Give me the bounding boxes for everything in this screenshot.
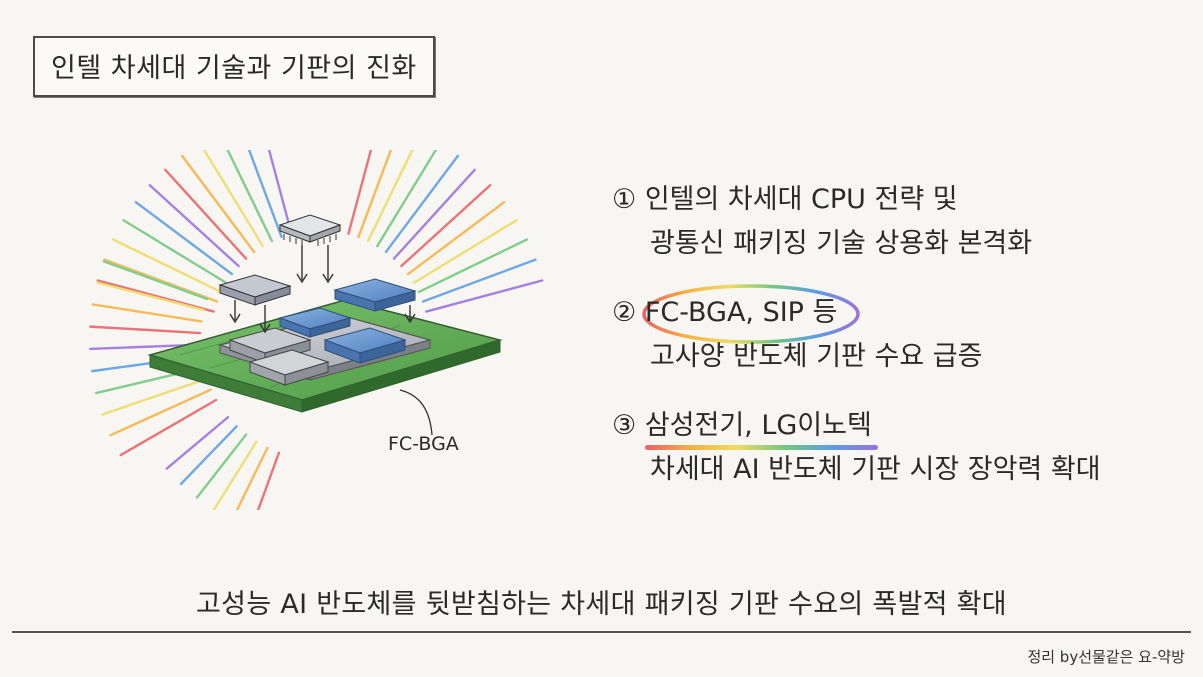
point-1: ① 인텔의 차세대 CPU 전략 및 광통신 패키징 기술 상용화 본격화: [612, 178, 1101, 266]
rainbow-ray: [109, 388, 212, 437]
rainbow-ray: [366, 150, 414, 243]
rainbow-ray: [417, 238, 529, 294]
rainbow-ray: [406, 200, 506, 276]
summary-text: 고성능 AI 반도체를 뒷받침하는 차세대 패키징 기판 수요의 폭발적 확대: [196, 589, 1007, 620]
rainbow-ray: [384, 154, 460, 254]
chip-blue-center: [278, 307, 352, 338]
rainbow-rays: [88, 150, 544, 510]
chip-gray-front: [248, 349, 330, 386]
placement-arrows: [229, 245, 416, 334]
point-highlight: 삼성전기, LG이노텍: [644, 410, 872, 441]
fc-bga-illustration: FC-BGA: [88, 150, 544, 510]
rainbow-ray: [119, 398, 218, 457]
point-subline: 광통신 패키징 기술 상용화 본격화: [650, 228, 1033, 259]
rainbow-ray: [357, 150, 393, 239]
rainbow-ray: [96, 279, 215, 313]
rainbow-ray: [376, 150, 438, 248]
rainbow-underline: [644, 445, 878, 450]
floating-chip-right: [333, 278, 417, 312]
rainbow-ray: [226, 150, 274, 243]
point-2: ② FC-BGA, SIP 등 고사양 반도체 기판 수요 급증: [612, 284, 1101, 379]
rainbow-ray: [179, 425, 238, 486]
rainbow-ray: [412, 219, 518, 284]
rainbow-ray: [212, 440, 258, 510]
label-pointer: [399, 389, 433, 436]
credit-text: 정리 by선물같은 요-약방: [1027, 648, 1185, 666]
page-title: 인텔 차세대 기술과 기판의 진화: [33, 36, 435, 97]
rainbow-ray: [91, 303, 203, 323]
key-points: ① 인텔의 차세대 CPU 전략 및 광통신 패키징 기술 상용화 본격화 ② …: [612, 178, 1101, 517]
rainbow-ray: [421, 258, 537, 303]
point-line: 인텔의 차세대 CPU 전략 및: [644, 184, 958, 215]
point-number: ③: [612, 410, 637, 441]
chip-blue-right: [323, 327, 407, 364]
rainbow-circle-highlight: [642, 284, 860, 344]
rainbow-ray: [96, 281, 205, 312]
rainbow-ray: [102, 260, 209, 301]
rainbow-ray: [165, 415, 230, 470]
fc-bga-label: FC-BGA: [388, 433, 459, 455]
point-highlight-wrap: 삼성전기, LG이노텍: [644, 404, 878, 450]
point-number: ①: [612, 184, 637, 215]
rainbow-ray: [148, 184, 240, 268]
rainbow-ray: [392, 168, 476, 260]
rainbow-ray: [247, 150, 283, 239]
rainbow-ray: [347, 150, 373, 235]
point-number: ②: [612, 297, 637, 328]
rainbow-ray: [89, 325, 202, 335]
rainbow-ray: [195, 433, 248, 499]
rainbow-ray: [400, 184, 492, 268]
rainbow-ray: [235, 446, 269, 510]
rainbow-ray: [122, 219, 228, 284]
point-highlight: FC-BGA, SIP: [644, 297, 804, 328]
rainbow-ray: [134, 200, 234, 276]
rainbow-ray: [425, 279, 544, 313]
floating-chip-top: [278, 214, 342, 246]
rainbow-ray: [180, 154, 256, 254]
point-3: ③ 삼성전기, LG이노텍 차세대 AI 반도체 기판 시장 장악력 확대: [612, 404, 1101, 492]
rainbow-ray: [101, 377, 208, 416]
point-line-rest: 등: [803, 297, 838, 328]
rainbow-ray: [256, 451, 281, 510]
rainbow-ray: [267, 150, 293, 235]
rainbow-ray: [111, 238, 223, 294]
divider: [12, 631, 1191, 633]
point-subline: 차세대 AI 반도체 기판 시장 장악력 확대: [650, 454, 1101, 485]
point-subline: 고사양 반도체 기판 수요 급증: [650, 341, 983, 372]
floating-chip-left: [218, 274, 292, 306]
rainbow-ray: [164, 168, 248, 260]
rainbow-ray: [202, 150, 264, 248]
